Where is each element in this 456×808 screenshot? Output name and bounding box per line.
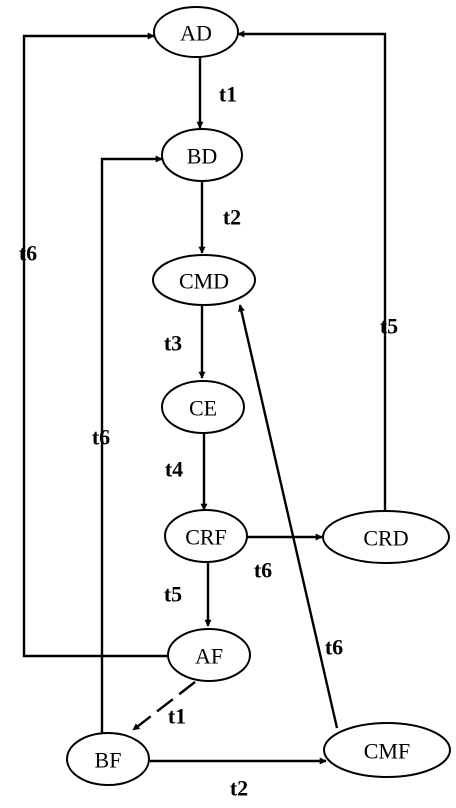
node-crf: CRF [164, 509, 248, 563]
node-cmd-label: CMD [179, 269, 229, 294]
edge-label-crf-af: t5 [164, 582, 182, 607]
node-crf-label: CRF [185, 525, 227, 550]
node-ad-label: AD [180, 21, 212, 46]
node-bd-label: BD [187, 144, 218, 169]
edge-label-af-ad: t6 [19, 241, 37, 266]
edge-label-bf-bd: t6 [92, 425, 110, 450]
edge-label-bd-cmd: t2 [223, 205, 241, 230]
node-cmf-label: CMF [364, 739, 410, 764]
node-af-label: AF [195, 644, 223, 669]
edge-label-bf-cmf: t2 [230, 776, 248, 801]
node-bf-label: BF [95, 748, 122, 773]
edges [22, 30, 387, 765]
edge-label-ad-bd: t1 [219, 82, 237, 107]
node-crd-label: CRD [363, 526, 408, 551]
edge-crd-to-ad [237, 30, 387, 510]
edge-label-crf-crd: t6 [254, 558, 272, 583]
edge-bf-to-bd [100, 155, 163, 733]
node-ce: CE [161, 380, 245, 434]
edge-label-crd-ad: t5 [380, 314, 398, 339]
edge-labels: t1 t2 t3 t4 t5 t6 t5 t6 t6 t6 t1 t2 [19, 82, 398, 801]
edge-cmf-to-cmd [237, 304, 339, 729]
node-cmd: CMD [152, 254, 256, 306]
node-bd: BD [161, 128, 243, 182]
node-cmf: CMF [323, 722, 451, 778]
edge-af-to-ad [22, 32, 168, 658]
edge-label-cmd-ce: t3 [164, 331, 182, 356]
node-ad: AD [153, 6, 239, 58]
edge-label-cmf-cmd: t6 [325, 635, 343, 660]
node-crd: CRD [322, 510, 450, 564]
edge-af-to-bf [132, 681, 196, 731]
edge-label-ce-crf: t4 [165, 457, 183, 482]
nodes: AD BD CMD CE CRF CRD AF BF [66, 6, 451, 786]
edge-label-af-bf: t1 [168, 704, 186, 729]
node-bf: BF [66, 732, 150, 786]
node-ce-label: CE [189, 396, 217, 421]
node-af: AF [167, 628, 251, 682]
